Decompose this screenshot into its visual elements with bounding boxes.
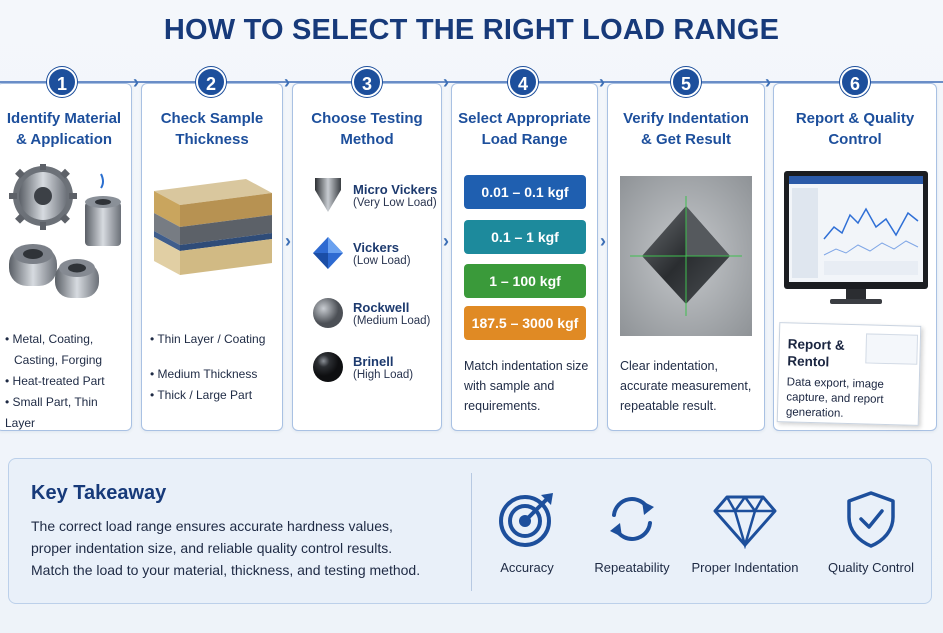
method-vickers: Vickers (Low Load) <box>311 234 411 272</box>
repeatability-item: Repeatability <box>572 489 692 575</box>
arrow-icon: › <box>765 72 771 92</box>
load-range-medium: 1 – 100 kgf <box>464 264 586 298</box>
step-number-6: 6 <box>840 67 870 97</box>
key-takeaway-panel: Key Takeaway The correct load range ensu… <box>8 458 932 604</box>
list-item: • Heat-treated Part <box>5 374 105 388</box>
step-4-note: Match indentation size with sample and r… <box>464 359 589 413</box>
list-item: • Thin Layer / Coating <box>150 332 266 346</box>
target-icon <box>499 493 553 547</box>
arrow-icon: › <box>285 231 291 251</box>
step-card-6: Report & Quality Control Report & Rentol… <box>773 83 937 431</box>
page-title: HOW TO SELECT THE RIGHT LOAD RANGE <box>163 14 780 46</box>
load-range-high: 187.5 – 3000 kgf <box>464 306 586 340</box>
list-item: • Small Part, Thin Layer <box>5 395 98 430</box>
step-6-title: Report & Quality Control <box>795 110 915 148</box>
report-chart-thumbnail <box>865 333 919 365</box>
step-card-1: Identify Material & Application <box>0 83 132 431</box>
layered-sample-image <box>154 179 272 275</box>
list-item: Casting, Forging <box>14 353 103 367</box>
step-card-4: Select Appropriate Load Range 0.01 – 0.1… <box>451 83 598 431</box>
list-item: • Metal, Coating, <box>5 332 94 346</box>
step-1-title: Identify Material & Application <box>6 110 122 148</box>
step-number-4: 4 <box>508 67 538 97</box>
method-brinell: Brinell (High Load) <box>311 348 413 386</box>
step-card-2: Check Sample Thickness • Thin Layer / Co… <box>141 83 283 431</box>
step-3-title: Choose Testing Method <box>311 110 423 148</box>
arrow-icon: › <box>600 231 606 251</box>
step-4-title: Select Appropriate Load Range <box>458 110 591 148</box>
method-rockwell: Rockwell (Medium Load) <box>311 294 430 332</box>
arrow-icon: › <box>599 72 605 92</box>
list-item: • Thick / Large Part <box>150 388 253 402</box>
quality-control-item: Quality Control <box>811 489 931 575</box>
step-connector-line <box>0 81 943 83</box>
step-1-bullets: • Metal, Coating, Casting, Forging • Hea… <box>5 329 131 434</box>
report-title: Report & Rentol <box>787 336 845 370</box>
cycle-icon <box>610 497 654 541</box>
step-2-title: Check Sample Thickness <box>160 110 264 148</box>
step-card-5: Verify Indentation & Get Result Clear in… <box>607 83 765 431</box>
takeaway-title: Key Takeaway <box>31 482 167 504</box>
step-5-note: Clear indentation, accurate measurement,… <box>620 359 752 413</box>
indentation-micrograph-image <box>620 176 752 336</box>
brinell-ball-icon <box>313 352 343 382</box>
step-number-3: 3 <box>352 67 382 97</box>
list-item: • Medium Thickness <box>150 367 258 381</box>
load-range-low: 0.1 – 1 kgf <box>464 220 586 254</box>
vickers-diamond-icon <box>313 237 343 269</box>
proper-indentation-item: Proper Indentation <box>685 489 805 575</box>
step-number-1: 1 <box>47 67 77 97</box>
arrow-icon: › <box>443 72 449 92</box>
step-2-bullets: • Thin Layer / Coating • Medium Thicknes… <box>150 329 265 406</box>
micro-vickers-indenter-icon <box>315 178 341 212</box>
shield-check-icon <box>847 491 895 548</box>
step-5-title: Verify Indentation & Get Result <box>623 110 749 148</box>
step-number-5: 5 <box>671 67 701 97</box>
metal-parts-image <box>9 164 121 298</box>
step-number-2: 2 <box>196 67 226 97</box>
arrow-icon: › <box>133 72 139 92</box>
arrow-icon: › <box>284 72 290 92</box>
load-range-very-low: 0.01 – 0.1 kgf <box>464 175 586 209</box>
report-paper: Report & Rentol Data export, image captu… <box>776 322 922 426</box>
rockwell-ball-icon <box>313 298 343 328</box>
takeaway-body: The correct load range ensures accurate … <box>31 518 421 578</box>
accuracy-item: Accuracy <box>467 489 587 575</box>
arrow-icon: › <box>443 231 449 251</box>
monitor-report-image <box>784 171 928 304</box>
step-6-note: Data export, image capture, and report g… <box>785 376 885 420</box>
takeaway-divider <box>471 473 472 591</box>
diamond-icon <box>713 495 777 550</box>
method-micro-vickers: Micro Vickers (Very Low Load) <box>311 176 437 214</box>
step-card-3: Choose Testing Method Micro Vickers (Ver… <box>292 83 442 431</box>
